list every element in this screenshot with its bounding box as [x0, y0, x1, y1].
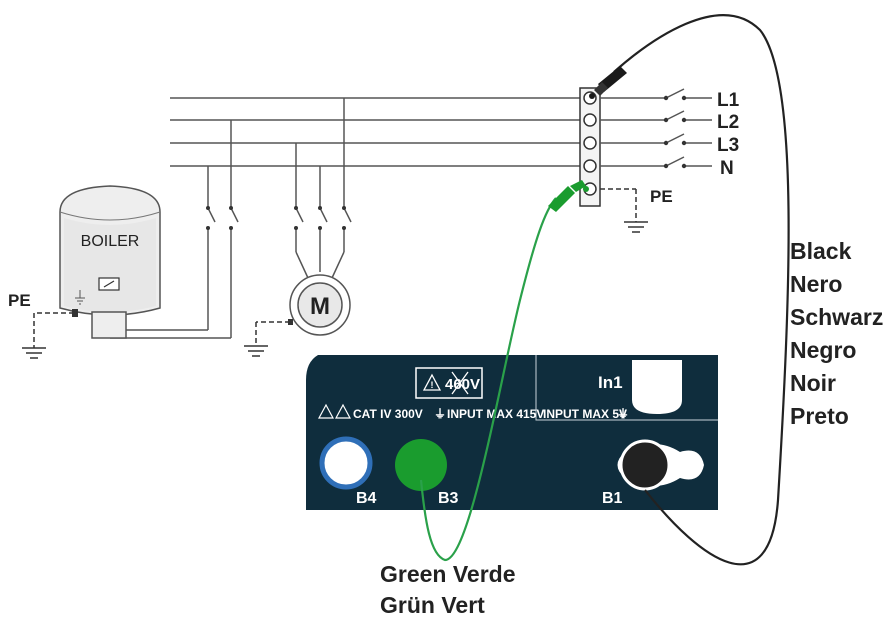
- terminal-screw-l3: [583, 136, 597, 150]
- black-lead-label-1: Nero: [790, 271, 842, 297]
- supply-bus: [170, 97, 582, 167]
- cat-rating-text: CAT IV 300V: [353, 407, 423, 421]
- warning-triangle-icon: !: [422, 373, 442, 391]
- ground-symbol-icon: ⏚: [434, 407, 446, 421]
- black-lead-label-4: Noir: [790, 370, 836, 396]
- instrument-panel: ! 460V CAT IV 300V ⏚ INPUT MAX 415V INPU…: [306, 355, 718, 510]
- voltage-badge: [415, 367, 483, 399]
- socket-b3-label: B3: [438, 490, 459, 507]
- black-lead-label-0: Black: [790, 238, 852, 264]
- motor-branch-wiring: [295, 98, 352, 279]
- input-max-aux-text: INPUT MAX 5V: [543, 407, 627, 421]
- svg-text:!: !: [431, 380, 434, 390]
- black-lead-label-5: Preto: [790, 403, 849, 429]
- socket-b4[interactable]: [319, 436, 373, 490]
- motor: M: [289, 274, 351, 336]
- boiler-pe-ground: [22, 312, 74, 359]
- terminal-screw-l2: [583, 113, 597, 127]
- boiler: BOILER: [59, 185, 161, 339]
- voltage-badge-text: 460V: [445, 376, 480, 393]
- terminal-pe-ground: [600, 188, 648, 233]
- in1-label: In1: [598, 373, 623, 392]
- black-lead-label-3: Negro: [790, 337, 856, 363]
- ground-symbol-icon: ⏚: [617, 407, 629, 421]
- socket-b1-label: B1: [602, 490, 623, 507]
- green-lead-labels: Green Verde Grün Vert: [380, 561, 516, 618]
- in1-connector[interactable]: [632, 360, 682, 414]
- supply-switches: [600, 88, 712, 167]
- terminal-block: [579, 87, 601, 207]
- label-l3: L3: [717, 135, 739, 156]
- green-lead-label-1: Grün Vert: [380, 592, 485, 618]
- terminal-screw-n: [583, 159, 597, 173]
- warning-triangle-icon: [317, 403, 352, 419]
- green-lead-label-0: Green Verde: [380, 561, 516, 587]
- socket-b3[interactable]: [395, 439, 447, 491]
- socket-b4-label: B4: [356, 490, 377, 507]
- boiler-ground-symbol-icon: [75, 290, 85, 305]
- black-lead-labels: Black Nero Schwarz Negro Noir Preto: [790, 238, 883, 429]
- socket-b1[interactable]: [619, 439, 671, 491]
- black-lead-wire: [613, 14, 790, 566]
- label-l2: L2: [717, 112, 739, 133]
- motor-label: M: [310, 293, 330, 320]
- label-n: N: [720, 158, 734, 179]
- voltage-strike-icon: [451, 371, 469, 395]
- black-lead-label-2: Schwarz: [790, 304, 883, 330]
- green-lead-wire: [419, 197, 557, 562]
- boiler-branch-wiring: [110, 120, 239, 339]
- motor-pe-ground: [244, 321, 290, 357]
- boiler-label: BOILER: [81, 233, 140, 250]
- label-terminal-pe: PE: [650, 187, 673, 206]
- label-l1: L1: [717, 90, 740, 111]
- label-boiler-pe: PE: [8, 291, 31, 310]
- black-lead-clip-icon: [589, 66, 627, 99]
- green-lead-clip-icon: [548, 180, 589, 212]
